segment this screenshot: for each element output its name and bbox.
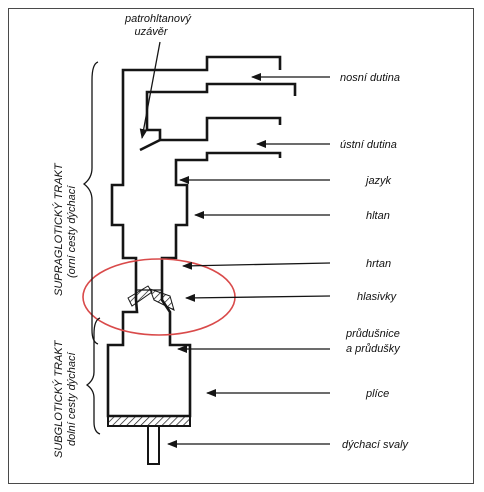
velum-flap	[139, 138, 161, 152]
figure-frame	[8, 8, 474, 484]
label-prudusnice-line1: průdušnice	[345, 328, 400, 340]
label-supraglottic-line1: SUPRAGLOTICKÝ TRAKT	[52, 162, 65, 296]
vocal-fold-right	[149, 288, 175, 311]
label-hrtan: hrtan	[366, 258, 391, 270]
oral-cavity-outline	[147, 116, 282, 142]
label-subglottic-line2: dolní cesty dýchací	[66, 352, 78, 446]
subglottic-brace	[85, 317, 101, 435]
supraglottic-brace	[82, 61, 99, 345]
label-ustni-dutina: ústní dutina	[340, 139, 397, 151]
nasal-cavity-outline	[121, 55, 282, 92]
tongue-outline	[174, 151, 282, 176]
diaphragm-block	[107, 415, 191, 427]
label-hltan: hltan	[366, 210, 390, 222]
tract-left-wall	[106, 92, 192, 418]
label-supraglottic-line2: (orní cesty dýchací	[66, 185, 78, 278]
nasal-floor	[145, 82, 297, 130]
label-nosni-dutina: nosní dutina	[340, 72, 400, 84]
label-plice: plíce	[365, 388, 389, 400]
label-patrohltanovy-line2: uzávěr	[134, 26, 168, 38]
arrow-hrtan	[182, 261, 331, 270]
arrow-patrohltanovy-uzaver	[139, 41, 161, 139]
arrow-hlasivky	[185, 293, 331, 302]
label-jazyk: jazyk	[364, 175, 392, 187]
vocal-fold-left	[127, 285, 153, 307]
muscle-piston	[147, 425, 160, 465]
label-dychaci-svaly: dýchací svaly	[342, 439, 410, 451]
label-patrohltanovy-line1: patrohltanový	[124, 13, 193, 25]
label-subglottic-line1: SUBGLOTICKÝ TRAKT	[52, 339, 65, 458]
label-prudusnice-line2: a průdušky	[346, 343, 401, 355]
label-hlasivky: hlasivky	[357, 291, 398, 303]
